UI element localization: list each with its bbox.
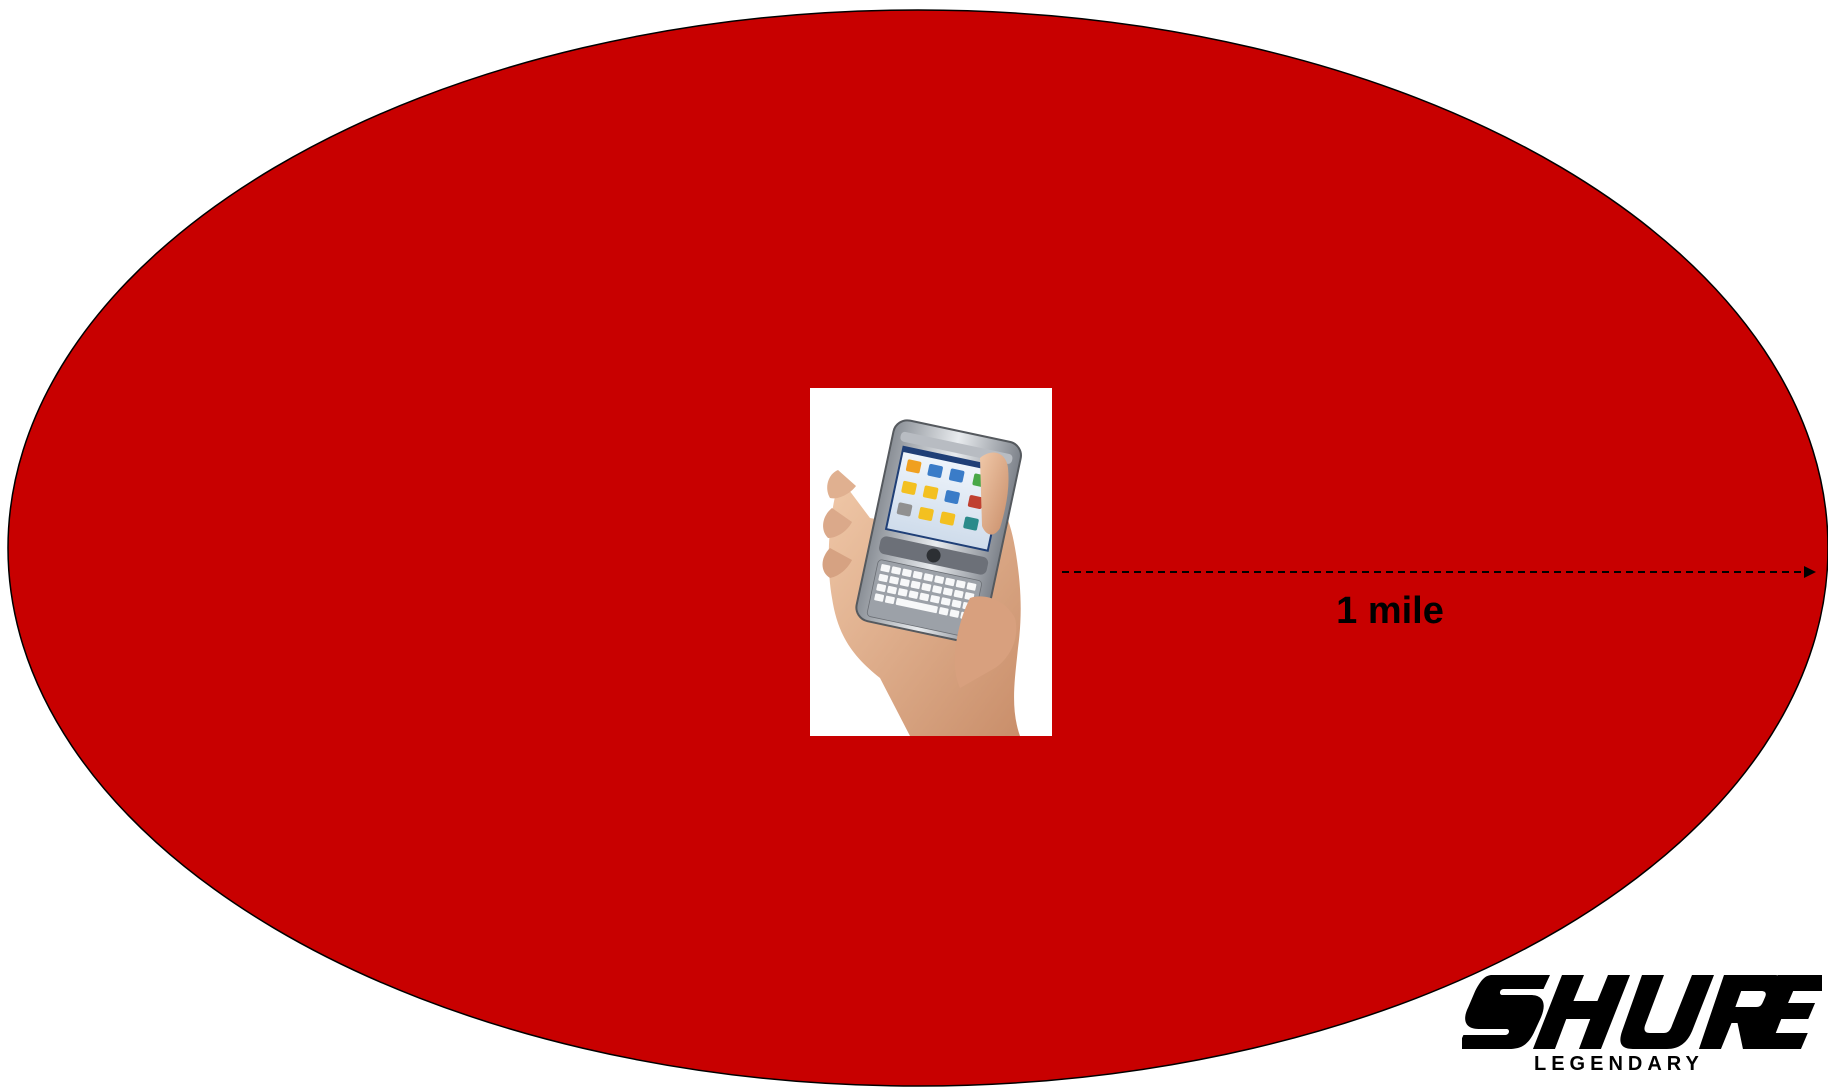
range-label: 1 mile [1336, 590, 1444, 632]
shure-logo: ® [1456, 975, 1828, 1087]
phone-in-hand-icon [810, 388, 1052, 736]
logo-tagline: LEGENDARY [1534, 1053, 1704, 1075]
registered-mark-icon: ® [1808, 976, 1817, 990]
